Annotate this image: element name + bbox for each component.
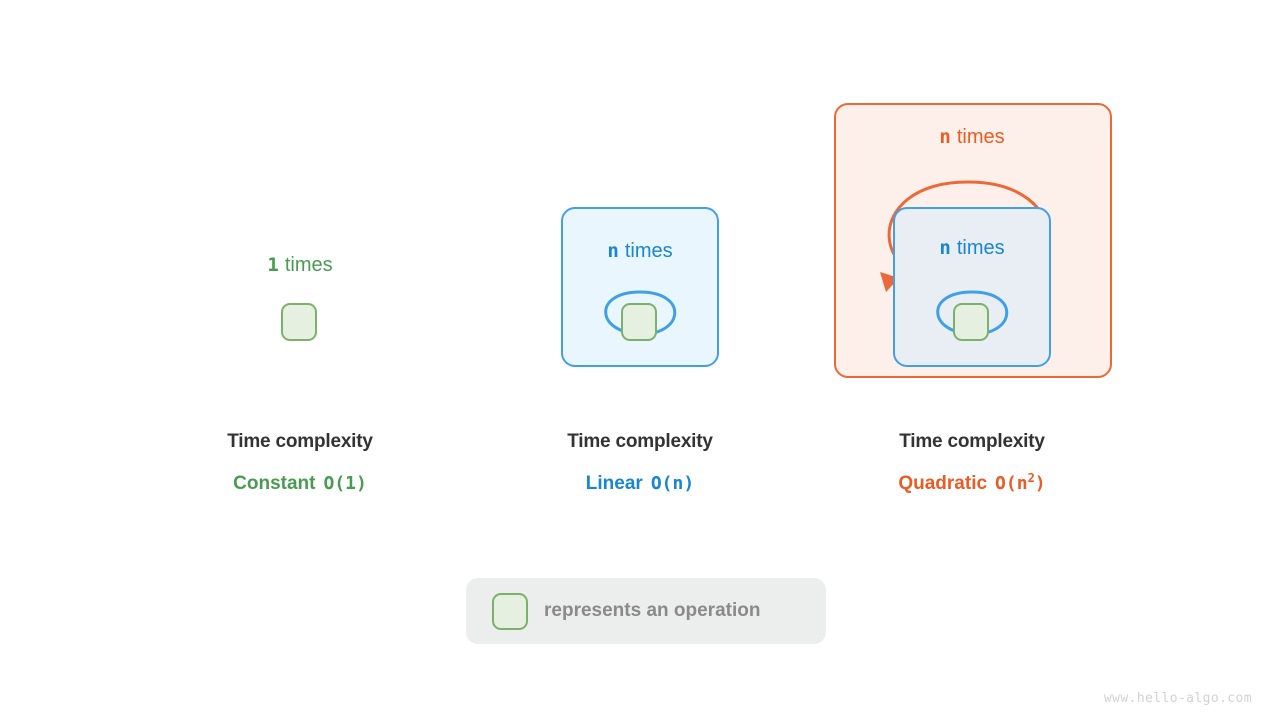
caption-value: Constant O(1) — [150, 473, 450, 495]
caption-value: Quadratic O(n2) — [822, 471, 1122, 495]
watermark: www.hello-algo.com — [1103, 691, 1252, 706]
caption-title: Time complexity — [227, 431, 373, 452]
loop-count-value: 1 — [267, 254, 279, 276]
complexity-name: Constant — [233, 473, 316, 494]
loop-frame-linear — [561, 207, 719, 367]
big-o-base: O(n — [995, 473, 1028, 494]
caption-value: Linear O(n) — [490, 473, 790, 495]
loop-count-value: n — [607, 240, 619, 262]
complexity-name: Linear — [585, 473, 643, 494]
legend: represents an operation — [466, 578, 826, 644]
big-o-notation: O(1) — [323, 473, 367, 494]
legend-label: represents an operation — [544, 600, 761, 621]
caption-linear: Time complexity Linear O(n) — [490, 431, 790, 495]
big-o-close: ) — [1034, 473, 1046, 494]
loop-count-value: n — [939, 126, 951, 148]
operation-box — [953, 303, 989, 341]
loop-count-word: times — [956, 237, 1005, 259]
operation-box — [621, 303, 657, 341]
loop-count-word: times — [284, 254, 333, 276]
caption-quadratic: Time complexity Quadratic O(n2) — [822, 431, 1122, 495]
big-o-notation: O(n2) — [995, 471, 1046, 494]
loop-count-value: n — [939, 237, 951, 259]
complexity-name: Quadratic — [898, 473, 988, 494]
loop-count-word: times — [624, 240, 673, 262]
caption-title: Time complexity — [567, 431, 713, 452]
inner-loop-frame-quadratic — [893, 207, 1051, 367]
operation-box — [281, 303, 317, 341]
caption-title: Time complexity — [899, 431, 1045, 452]
caption-constant: Time complexity Constant O(1) — [150, 431, 450, 495]
loop-count-word: times — [956, 126, 1005, 148]
big-o-notation: O(n) — [650, 473, 695, 494]
operation-swatch-icon — [492, 593, 528, 630]
big-o-exponent: 2 — [1027, 471, 1035, 485]
